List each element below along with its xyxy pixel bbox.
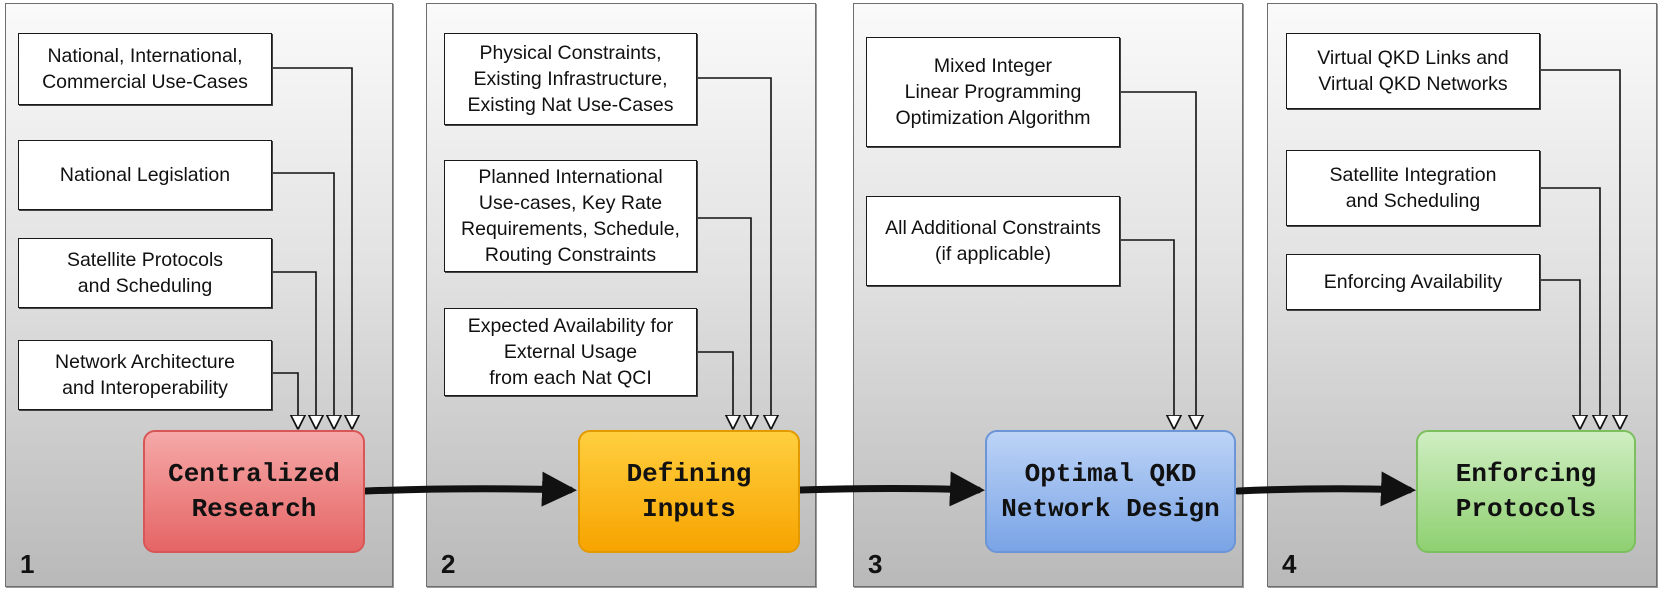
input-label: Enforcing Availability: [1323, 271, 1503, 293]
panel-number: 4: [1282, 549, 1297, 579]
input-label: Satellite Protocols and Scheduling: [66, 249, 224, 297]
input-box-planned-international: Planned International Use-cases, Key Rat…: [444, 160, 697, 272]
panel-number: 1: [20, 549, 35, 579]
input-label: Satellite Integration and Scheduling: [1329, 164, 1497, 212]
stage-enforcing-protocols: Enforcing Protocols: [1416, 430, 1636, 553]
input-box-expected-availability: Expected Availability for External Usage…: [444, 308, 697, 396]
input-label: National Legislation: [59, 164, 231, 186]
input-label: National, International, Commercial Use-…: [42, 45, 248, 93]
stage-defining-inputs: Defining Inputs: [578, 430, 800, 553]
input-box-satellite-integration: Satellite Integration and Scheduling: [1286, 150, 1540, 226]
input-box-enforcing-availability: Enforcing Availability: [1286, 254, 1540, 310]
input-label: Virtual QKD Links and Virtual QKD Networ…: [1317, 47, 1509, 95]
input-box-virtual-qkd: Virtual QKD Links and Virtual QKD Networ…: [1286, 33, 1540, 109]
input-box-network-architecture: Network Architecture and Interoperabilit…: [18, 340, 272, 410]
input-label: All Additional Constraints (if applicabl…: [885, 217, 1101, 265]
input-label: Expected Availability for External Usage…: [467, 315, 674, 389]
input-box-additional-constraints: All Additional Constraints (if applicabl…: [866, 196, 1120, 286]
input-label: Physical Constraints, Existing Infrastru…: [467, 42, 674, 116]
input-box-physical-constraints: Physical Constraints, Existing Infrastru…: [444, 33, 697, 125]
panel-number: 3: [868, 549, 883, 579]
stage-centralized-research: Centralized Research: [143, 430, 365, 553]
stage-optimal-network-design: Optimal QKD Network Design: [985, 430, 1236, 553]
input-box-satellite-protocols: Satellite Protocols and Scheduling: [18, 238, 272, 308]
panel-number: 2: [441, 549, 456, 579]
input-label: Network Architecture and Interoperabilit…: [55, 351, 235, 399]
input-box-milp-algorithm: Mixed Integer Linear Programming Optimiz…: [866, 37, 1120, 147]
input-label: Mixed Integer Linear Programming Optimiz…: [895, 55, 1091, 129]
input-box-legislation: National Legislation: [18, 140, 272, 210]
input-box-use-cases: National, International, Commercial Use-…: [18, 33, 272, 105]
input-label: Planned International Use-cases, Key Rat…: [461, 166, 680, 266]
